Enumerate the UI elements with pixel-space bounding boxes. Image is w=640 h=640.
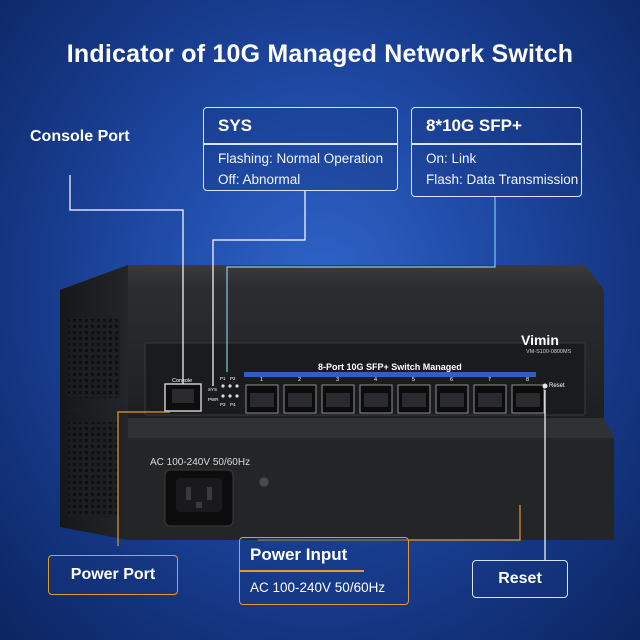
sfp-port-cage bbox=[288, 393, 312, 407]
ac-pin bbox=[207, 487, 212, 500]
sfp-heading: 8*10G SFP+ bbox=[426, 116, 522, 135]
port-number: 1 bbox=[260, 377, 264, 383]
sfp-port-cage bbox=[440, 393, 464, 407]
sfp-line-2: Flash: Data Transmission bbox=[426, 171, 579, 187]
port-number: 8 bbox=[526, 377, 530, 383]
led-label-pwr: PWR bbox=[208, 397, 219, 402]
sfp-port-cage bbox=[478, 393, 502, 407]
console-port-label: Console Port bbox=[30, 128, 130, 145]
led-dot bbox=[228, 394, 232, 398]
port-number: 5 bbox=[412, 377, 416, 383]
connector-lines bbox=[69, 175, 546, 560]
sfp-connector bbox=[226, 196, 496, 372]
ac-inlet-socket bbox=[176, 478, 222, 512]
console-port-jack bbox=[172, 389, 194, 403]
power-input-heading: Power Input bbox=[250, 545, 348, 564]
power-port-connector bbox=[117, 411, 170, 546]
sys-callout: SYS Flashing: Normal Operation Off: Abno… bbox=[203, 107, 398, 191]
sfp-callout: 8*10G SFP+ On: Link Flash: Data Transmis… bbox=[411, 107, 582, 197]
port-stripe bbox=[244, 372, 536, 377]
sfp-port-cage bbox=[326, 393, 350, 407]
sfp-line-1: On: Link bbox=[426, 150, 477, 166]
sys-connector bbox=[212, 190, 306, 386]
sys-line-1: Flashing: Normal Operation bbox=[218, 150, 384, 166]
console-connector bbox=[69, 175, 184, 384]
led-label-p2: P2 bbox=[230, 376, 236, 381]
led-label-p1: P1 bbox=[220, 376, 226, 381]
sfp-divider bbox=[412, 143, 581, 145]
sfp-port-group bbox=[245, 384, 545, 414]
sfp-port-cage bbox=[364, 393, 388, 407]
led-dot bbox=[235, 394, 239, 398]
reset-hole bbox=[542, 383, 548, 389]
sys-heading: SYS bbox=[218, 116, 253, 135]
sfp-port-cage bbox=[516, 393, 540, 407]
led-label-p3: P3 bbox=[220, 402, 226, 407]
upper-vent bbox=[68, 318, 120, 398]
port-number: 2 bbox=[298, 377, 302, 383]
device-port-title: 8-Port 10G SFP+ Switch Managed bbox=[318, 362, 462, 372]
rear-rating-label: AC 100-240V 50/60Hz bbox=[150, 457, 251, 468]
port-number: 7 bbox=[488, 377, 492, 383]
led-label-sys: SYS bbox=[208, 387, 218, 392]
sys-divider bbox=[204, 143, 397, 145]
device-model: VM-S100-0800MS bbox=[526, 349, 572, 355]
reset-callout: Reset bbox=[472, 560, 568, 598]
power-input-divider bbox=[240, 570, 364, 572]
reset-callout-label: Reset bbox=[498, 570, 542, 587]
sys-line-2: Off: Abnormal bbox=[218, 171, 301, 187]
port-number: 4 bbox=[374, 377, 378, 383]
led-dot bbox=[221, 384, 225, 388]
led-dot bbox=[221, 394, 225, 398]
power-port-callout: Power Port bbox=[48, 555, 178, 595]
lower-unit-ledge bbox=[128, 418, 614, 438]
power-input-connector bbox=[258, 505, 521, 541]
led-label-p4: P4 bbox=[230, 402, 236, 407]
upper-unit-top bbox=[60, 265, 604, 290]
reset-label: Reset bbox=[549, 383, 565, 389]
power-input-callout: Power Input AC 100-240V 50/60Hz bbox=[239, 537, 409, 605]
device-brand: Vimin bbox=[521, 332, 559, 348]
led-dot bbox=[235, 384, 239, 388]
page-title: Indicator of 10G Managed Network Switch bbox=[66, 40, 574, 68]
port-number: 3 bbox=[336, 377, 340, 383]
ac-pin bbox=[196, 502, 202, 508]
power-input-line: AC 100-240V 50/60Hz bbox=[250, 579, 386, 595]
sfp-port-cage bbox=[402, 393, 426, 407]
port-number: 6 bbox=[450, 377, 454, 383]
lower-vent bbox=[68, 422, 120, 517]
ac-pin bbox=[186, 487, 191, 500]
console-label: Console bbox=[172, 378, 193, 384]
power-port-label: Power Port bbox=[70, 566, 156, 583]
led-group bbox=[221, 384, 239, 398]
ground-screw bbox=[258, 476, 270, 488]
sfp-port-cage bbox=[250, 393, 274, 407]
led-dot bbox=[228, 384, 232, 388]
